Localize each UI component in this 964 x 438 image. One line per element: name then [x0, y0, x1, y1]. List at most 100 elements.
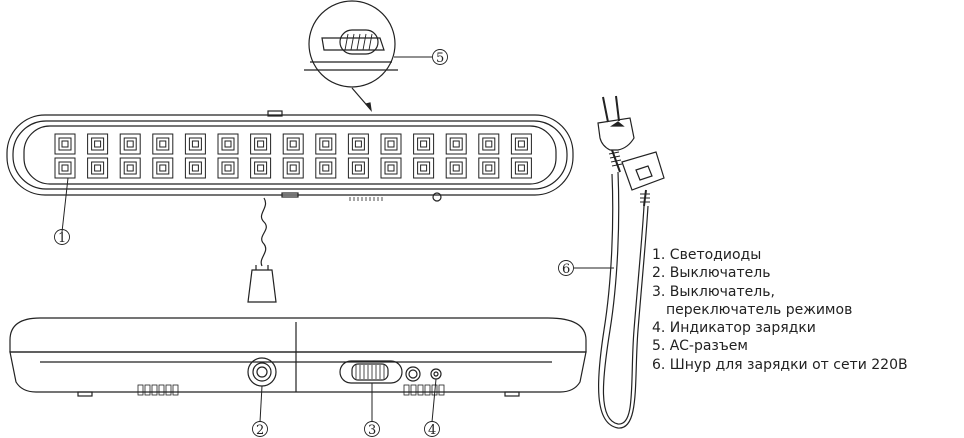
legend-item-switch: 2. Выключатель [652, 265, 771, 282]
led-23 [282, 157, 304, 179]
led-lens [91, 161, 105, 175]
led-lens [351, 161, 365, 175]
led-lens [221, 161, 235, 175]
led-lens [417, 161, 431, 175]
led-lens [384, 161, 398, 175]
led-core [94, 140, 102, 148]
led-lens [286, 161, 300, 175]
led-lens [221, 137, 235, 151]
led-core [257, 140, 265, 148]
led-22 [250, 157, 272, 179]
led-lens [482, 161, 496, 175]
led-lens [156, 137, 170, 151]
led-lens [319, 161, 333, 175]
lamp-side-view [9, 317, 587, 397]
led-core [61, 164, 69, 172]
led-19 [152, 157, 174, 179]
callout-5: 5 [436, 51, 444, 66]
led-10 [347, 133, 369, 155]
led-core [257, 164, 265, 172]
led-core [61, 140, 69, 148]
callout-3: 3 [368, 423, 376, 438]
callout-4: 4 [428, 423, 436, 438]
led-lens [254, 137, 268, 151]
led-4 [152, 133, 174, 155]
led-26 [380, 157, 402, 179]
led-9 [315, 133, 337, 155]
led-15 [510, 133, 532, 155]
led-16 [54, 157, 76, 179]
leader-lines [61, 56, 614, 423]
led-21 [217, 157, 239, 179]
led-core [485, 164, 493, 172]
led-core [322, 164, 330, 172]
led-lens [91, 137, 105, 151]
legend-item-power-cord: 6. Шнур для зарядки от сети 220В [652, 356, 908, 373]
led-7 [250, 133, 272, 155]
led-14 [478, 133, 500, 155]
led-core [387, 164, 395, 172]
led-core [420, 164, 428, 172]
led-core [387, 140, 395, 148]
led-1 [54, 133, 76, 155]
led-3 [119, 133, 141, 155]
led-core [289, 164, 297, 172]
led-12 [413, 133, 435, 155]
led-13 [445, 133, 467, 155]
led-core [191, 140, 199, 148]
led-2 [87, 133, 109, 155]
callout-2: 2 [256, 423, 264, 438]
legend-item-leds: 1. Светодиоды [652, 247, 762, 263]
ac-connector-detail [304, 0, 398, 113]
led-core [191, 164, 199, 172]
led-8 [282, 133, 304, 155]
led-lens [449, 161, 463, 175]
led-core [485, 140, 493, 148]
led-core [224, 140, 232, 148]
lamp-top-view [6, 110, 574, 303]
led-core [452, 164, 460, 172]
led-core [224, 164, 232, 172]
led-core [94, 164, 102, 172]
led-core [289, 140, 297, 148]
led-core [159, 164, 167, 172]
led-core [126, 164, 134, 172]
led-core [159, 140, 167, 148]
callout-numbers: 1 2 3 4 5 6 [58, 51, 570, 438]
led-lens [449, 137, 463, 151]
led-lens [417, 137, 431, 151]
led-25 [347, 157, 369, 179]
led-lens [156, 161, 170, 175]
led-lens [319, 137, 333, 151]
legend-item-ac-connector: 5. AC-разъем [652, 338, 748, 355]
led-27 [413, 157, 435, 179]
led-lens [123, 161, 137, 175]
power-cord [597, 95, 665, 429]
led-core [126, 140, 134, 148]
led-lens [58, 137, 72, 151]
led-lens [514, 137, 528, 151]
led-lens [286, 137, 300, 151]
led-18 [119, 157, 141, 179]
legend-item-mode-switch-cont: переключатель режимов [666, 301, 853, 318]
callout-6: 6 [562, 262, 570, 277]
led-core [322, 140, 330, 148]
callout-1: 1 [58, 231, 66, 246]
led-lens [123, 137, 137, 151]
led-5 [184, 133, 206, 155]
callout-circles [54, 49, 574, 437]
led-core [517, 140, 525, 148]
led-core [354, 140, 362, 148]
led-lens [188, 137, 202, 151]
legend-item-mode-switch: 3. Выключатель, [652, 283, 775, 300]
led-20 [184, 157, 206, 179]
led-core [517, 164, 525, 172]
led-24 [315, 157, 337, 179]
led-lens [514, 161, 528, 175]
led-lens [188, 161, 202, 175]
led-30 [510, 157, 532, 179]
led-29 [478, 157, 500, 179]
led-6 [217, 133, 239, 155]
led-lens [384, 137, 398, 151]
